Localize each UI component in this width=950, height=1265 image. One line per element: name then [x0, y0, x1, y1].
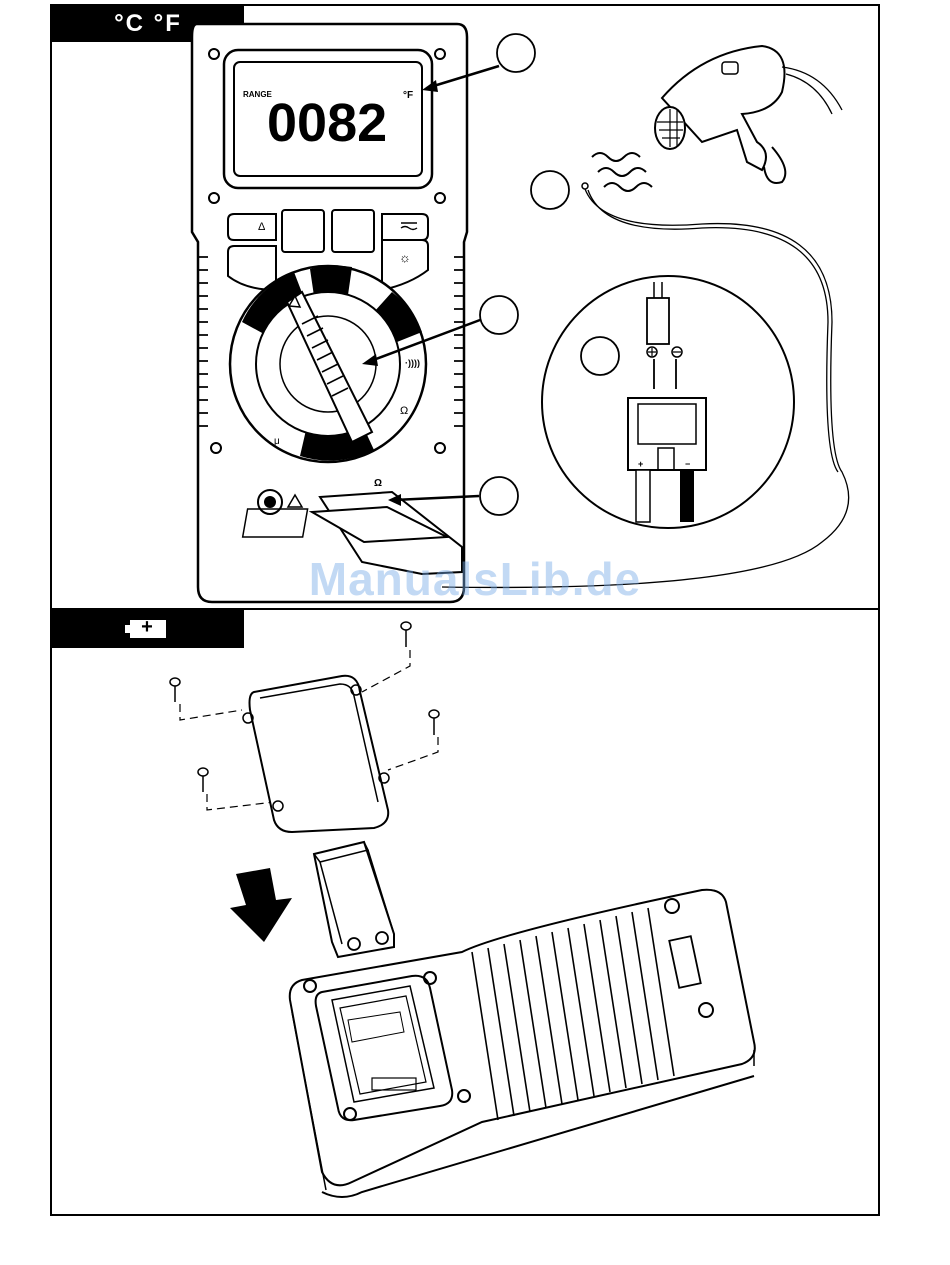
plug-plus-label: + [638, 459, 643, 469]
backlight-button-label: ☼ [399, 250, 411, 265]
battery-replacement-illustration [52, 610, 878, 1214]
dial-ohm-label: Ω [400, 405, 408, 417]
screw-1 [401, 622, 411, 647]
jack-ohm-label: Ω [374, 478, 382, 489]
dial-mu-label: μ [274, 436, 280, 447]
screw-4 [198, 768, 208, 792]
screw-3 [429, 710, 439, 735]
watermark: ManualsLib.de [0, 552, 950, 606]
temperature-panel: °C °F RANGE 0082 °F Δ ☼ [50, 4, 880, 610]
plug-minus-label: − [685, 459, 690, 469]
unit-indicator: °F [403, 90, 413, 101]
battery-panel: + [50, 608, 880, 1216]
svg-text:·)))): ·)))) [405, 358, 420, 368]
delta-button-label: Δ [258, 221, 266, 233]
screw-2 [170, 678, 180, 702]
multimeter-illustration: RANGE 0082 °F Δ ☼ Ω μ ·)))) [52, 6, 878, 608]
reading-value: 0082 [267, 93, 387, 153]
